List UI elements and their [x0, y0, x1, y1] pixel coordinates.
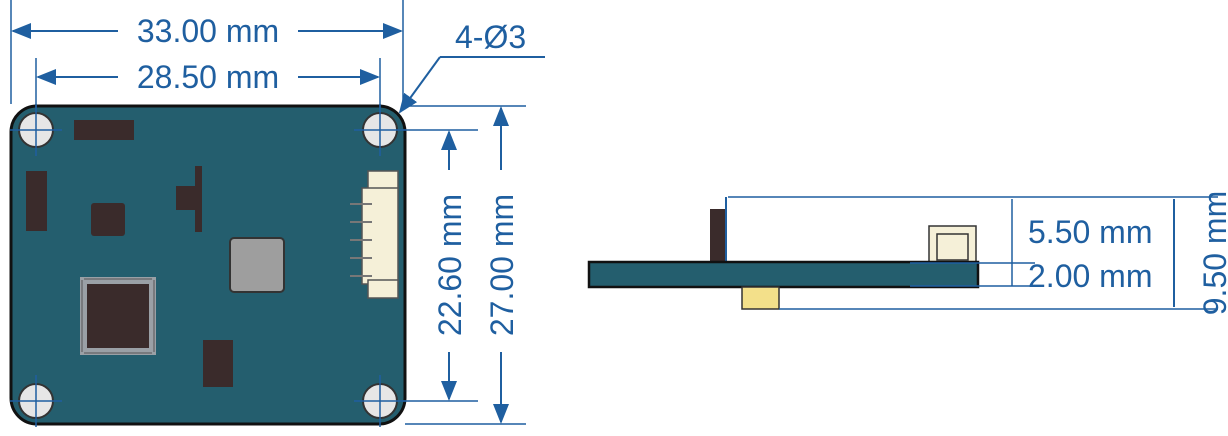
sensor-square [229, 237, 285, 293]
top-view: 33.00 mm 28.50 mm 4-Ø3 22.60 mm 27.00 mm [9, 0, 545, 427]
dim-total-height: 9.50 mm [1197, 191, 1228, 315]
dim-board-thickness: 2.00 mm [1028, 258, 1152, 294]
chip-switch-body [176, 186, 196, 210]
chip-bottom-small [203, 340, 233, 387]
side-switch [710, 209, 725, 264]
dim-overall-height: 27.00 mm [484, 194, 520, 336]
qfp-chip [80, 277, 156, 355]
mounting-hole-top-right [354, 104, 406, 156]
chip-small-square [91, 203, 125, 236]
chip-header-top [74, 120, 134, 140]
mounting-hole-bottom-left [10, 375, 62, 427]
chip-switch-bar [195, 166, 202, 232]
dim-hole-spacing-x: 28.50 mm [137, 59, 279, 95]
dim-top-height: 5.50 mm [1028, 214, 1152, 250]
dim-holes: 4-Ø3 [455, 19, 526, 55]
dim-hole-spacing-y: 22.60 mm [432, 194, 468, 336]
chip-left-vertical [26, 171, 47, 231]
side-view: 5.50 mm 2.00 mm 9.50 mm [587, 191, 1228, 315]
pcb-board-side [587, 260, 980, 289]
side-bottom-part [741, 286, 780, 310]
mounting-hole-top-left [10, 104, 62, 156]
connector-top [350, 170, 399, 299]
mounting-hole-bottom-right [354, 375, 406, 427]
dim-overall-width: 33.00 mm [137, 13, 279, 49]
